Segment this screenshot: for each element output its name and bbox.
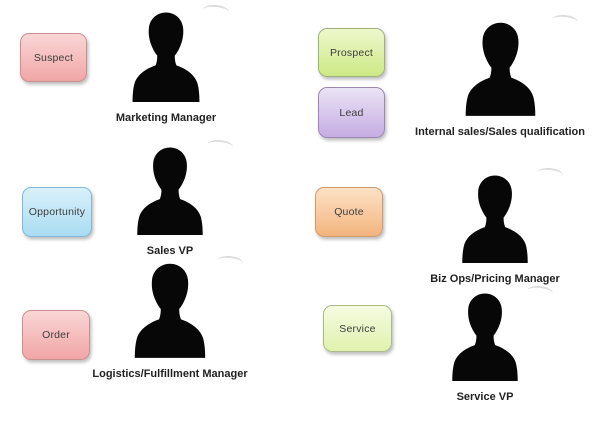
persona-sales-vp: Sales VP: [95, 138, 245, 257]
persona-role-label: Logistics/Fulfillment Manager: [92, 368, 248, 380]
persona-internal-sales: Internal sales/Sales qualification: [410, 13, 590, 138]
person-silhouette-icon: [137, 147, 203, 235]
persona-role-label: Service VP: [456, 391, 514, 403]
stage-badge-quote: Quote: [315, 187, 383, 237]
person-silhouette-icon: [465, 22, 535, 116]
persona-service-vp: Service VP: [405, 284, 565, 403]
persona-marketing-manager: Marketing Manager: [91, 3, 241, 124]
persona-role-label: Marketing Manager: [115, 112, 217, 124]
stage-badge-prospect: Prospect: [318, 28, 385, 77]
swoosh-arc: [536, 166, 564, 182]
stage-badge-lead: Lead: [318, 87, 385, 138]
stage-label-quote: Quote: [334, 206, 364, 218]
swoosh-arc: [526, 284, 554, 300]
persona-role-label: Biz Ops/Pricing Manager: [430, 273, 560, 285]
stage-badge-opportunity: Opportunity: [22, 187, 92, 237]
persona-logistics: Logistics/Fulfillment Manager: [85, 254, 255, 380]
stage-badge-service: Service: [323, 305, 392, 352]
stage-badge-suspect: Suspect: [20, 33, 87, 82]
stage-label-suspect: Suspect: [33, 51, 74, 64]
persona-role-label: Internal sales/Sales qualification: [415, 126, 585, 138]
person-silhouette-icon: [452, 293, 518, 381]
persona-biz-ops: Biz Ops/Pricing Manager: [415, 166, 575, 285]
stage-label-order: Order: [42, 329, 70, 341]
stage-label-opportunity: Opportunity: [28, 206, 86, 218]
stage-badge-order: Order: [22, 310, 90, 360]
person-silhouette-icon: [134, 263, 206, 358]
stage-label-prospect: Prospect: [329, 46, 374, 59]
person-silhouette-icon: [462, 175, 528, 263]
swoosh-arc: [551, 13, 579, 29]
persona-role-label: Sales VP: [146, 245, 194, 257]
stage-label-service: Service: [339, 322, 376, 335]
stage-label-lead: Lead: [339, 106, 364, 119]
person-silhouette-icon: [132, 12, 200, 102]
